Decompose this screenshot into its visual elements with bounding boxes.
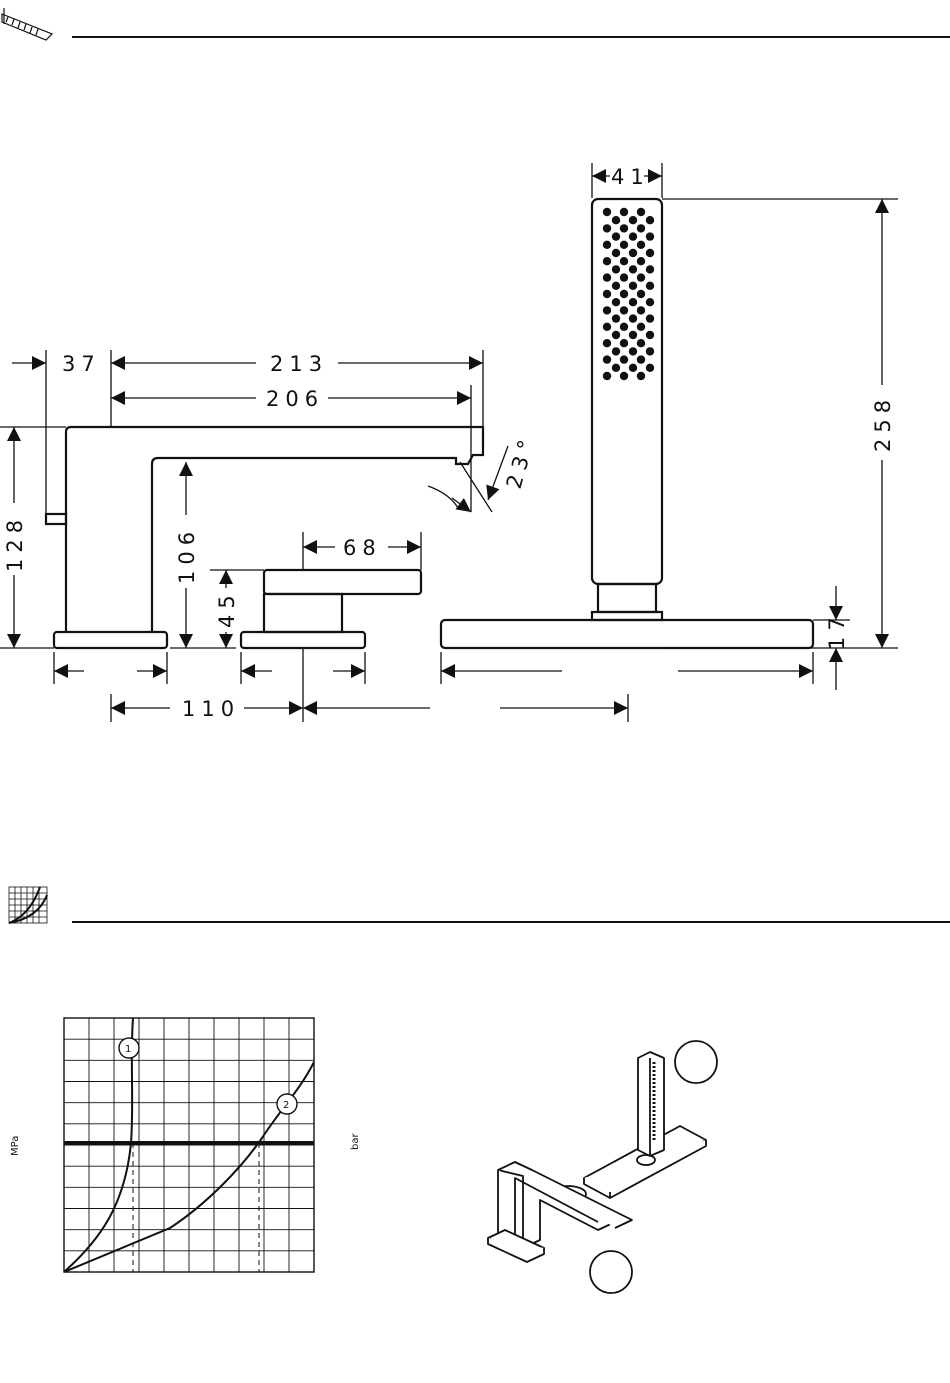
y-axis-right-unit: bar bbox=[350, 1133, 361, 1150]
dim-258: 258 bbox=[871, 394, 895, 452]
dim-17: 17 bbox=[825, 611, 849, 650]
circle-marker-icon bbox=[590, 1251, 632, 1293]
dim-37: 37 bbox=[62, 352, 101, 376]
curve-1-label: 1 bbox=[125, 1044, 131, 1055]
curve-2-label: 2 bbox=[283, 1100, 289, 1111]
dim-106: 106 bbox=[175, 526, 199, 584]
dim-68: 68 bbox=[343, 536, 382, 560]
dim-206: 206 bbox=[266, 387, 324, 411]
circle-marker-icon bbox=[675, 1041, 717, 1083]
dim-213: 213 bbox=[270, 352, 328, 376]
installation-view bbox=[488, 1052, 706, 1262]
dim-110: 110 bbox=[182, 697, 240, 721]
dim-128: 128 bbox=[3, 514, 27, 572]
flow-chart-icon bbox=[9, 887, 47, 923]
dim-45: 45 bbox=[215, 589, 239, 628]
dim-41: 41 bbox=[611, 165, 650, 189]
y-axis-left-unit: MPa bbox=[10, 1136, 21, 1156]
dim-23-degrees: 23° bbox=[502, 432, 540, 492]
ruler-icon bbox=[2, 8, 52, 40]
mixer-valve bbox=[241, 570, 421, 648]
dimension-lines bbox=[0, 163, 898, 722]
spray-nozzles bbox=[603, 208, 654, 380]
shower-base-plate bbox=[441, 620, 813, 648]
flow-chart: 1 2 MPa bar bbox=[10, 1018, 361, 1272]
